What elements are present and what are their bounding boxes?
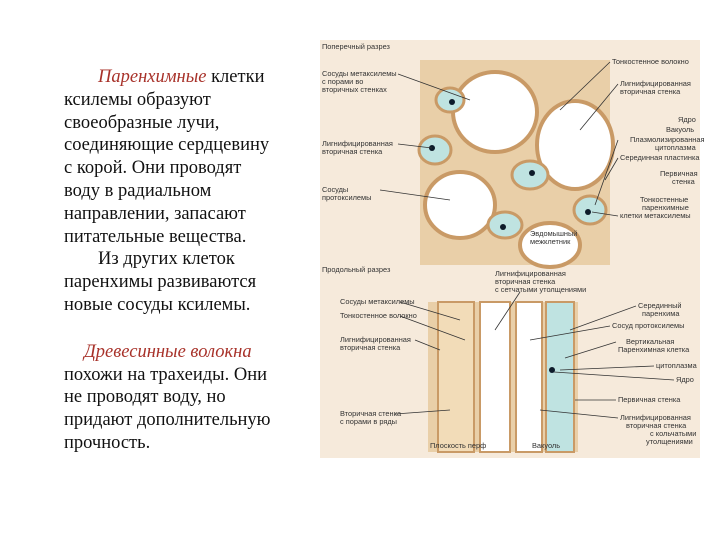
vessel-annular [515, 301, 543, 453]
label: Сосуды метаксилемы [340, 297, 415, 306]
parenchyma-cell [417, 134, 453, 166]
label: Вакуоль [666, 125, 695, 134]
label: паренхимные [642, 203, 689, 212]
label: Сосуды метаксилемы [322, 69, 397, 78]
parenchyma-paragraph: Паренхимные клетки ксилемы образуют свое… [64, 66, 326, 317]
label: вторичная стенка [495, 277, 556, 286]
nucleus [500, 224, 506, 230]
label: клетки метаксилемы [620, 211, 691, 220]
para1-line: с корой. Они проводят [64, 158, 242, 179]
label: Эвдомышный [530, 229, 578, 238]
label: Лигнифицированная [495, 269, 566, 278]
label: Первичная стенка [618, 395, 681, 404]
label: Лигнифицированная [620, 413, 691, 422]
para1-line: направлении, запасают [64, 203, 246, 224]
metaxylem-vessel [518, 221, 582, 269]
label: вторичных стенках [322, 85, 387, 94]
para2-line: не проводят воду, но [64, 387, 226, 408]
label: вторичная стенка [322, 147, 383, 156]
nucleus [549, 367, 555, 373]
text-block: Паренхимные клетки ксилемы образуют свое… [64, 66, 326, 455]
term-parenchyma: Паренхимные [98, 67, 207, 87]
label: цитоплазма [655, 143, 696, 152]
para1-first-line: Паренхимные клетки [64, 66, 326, 89]
cross-section [417, 60, 615, 269]
label: Ядро [676, 375, 694, 384]
para2-line: прочность. [64, 432, 151, 453]
label: Тонкостенное волокно [612, 57, 689, 66]
para1-line: своеобразные лучи, [64, 112, 220, 133]
label-longitudinal-section: Продольный разрез [322, 265, 391, 274]
label: Серединный [638, 301, 682, 310]
label: Паренхимная клетка [618, 345, 690, 354]
label: Серединная пластинка [620, 153, 700, 162]
para2-line: похожи на трахеиды. Они [64, 364, 267, 385]
para2-line: придают дополнительную [64, 410, 271, 431]
label: протоксилемы [322, 193, 372, 202]
label: с порами в ряды [340, 417, 397, 426]
label: Лигнифицированная [322, 139, 393, 148]
para1-line: воду в радиальном [64, 180, 212, 201]
label: Вакуоль [532, 441, 561, 450]
label: Вертикальная [626, 337, 675, 346]
para1-line: питательные вещества. [64, 226, 247, 247]
para1b-line: паренхимы развиваются [64, 272, 257, 293]
vessel-reticulate [479, 301, 511, 453]
label: Сосуд протоксилемы [612, 321, 685, 330]
nucleus [585, 209, 591, 215]
nucleus [529, 170, 535, 176]
label: Ядро [678, 115, 696, 124]
para1-first-line-rest: клетки [206, 67, 265, 87]
label: вторичная стенка [626, 421, 687, 430]
label-cross-section: Поперечный разрез [322, 42, 390, 51]
label: цитоплазма [656, 361, 697, 370]
label: Тонкостенное волокно [340, 311, 417, 320]
xylem-figure: Поперечный разрез Сосуды метаксилемы с п… [320, 40, 704, 458]
label: Плазмолизированная [630, 135, 705, 144]
metaxylem-vessel [423, 170, 497, 240]
label: вторичная стенка [620, 87, 681, 96]
label: паренхима [642, 309, 680, 318]
nucleus [449, 99, 455, 105]
wood-fibers-paragraph: Древесинные волокна похожи на трахеиды. … [64, 341, 326, 455]
metaxylem-vessel [451, 70, 539, 154]
label: межклетник [530, 237, 571, 246]
label: Сосуды [322, 185, 349, 194]
para1-line: ксилемы образуют [64, 89, 211, 110]
label: Тонкостенные [640, 195, 689, 204]
label: с кольчатыми [650, 429, 697, 438]
vessel-pitted [437, 301, 475, 453]
label: Плоскость перф [430, 441, 487, 450]
label: Вторичная стенка [340, 409, 402, 418]
para1-line: соединяющие сердцевину [64, 135, 270, 156]
para1b-line: новые сосуды ксилемы. [64, 294, 251, 315]
longitudinal-section [428, 301, 578, 453]
label: вторичная стенка [340, 343, 401, 352]
label: с сетчатыми утолщениями [495, 285, 587, 294]
label: утолщениями [646, 437, 693, 446]
label: стенка [672, 177, 695, 186]
parenchyma-column [545, 301, 575, 453]
nucleus [429, 145, 435, 151]
label: Лигнифицированная [620, 79, 691, 88]
para1b-first-line: Из других клеток [98, 249, 235, 270]
label: Первичная [660, 169, 698, 178]
para2-first-line: Древесинные волокна [64, 341, 326, 364]
term-wood-fibers: Древесинные волокна [84, 341, 252, 362]
label: Лигнифицированная [340, 335, 411, 344]
label: с порами во [322, 77, 364, 86]
